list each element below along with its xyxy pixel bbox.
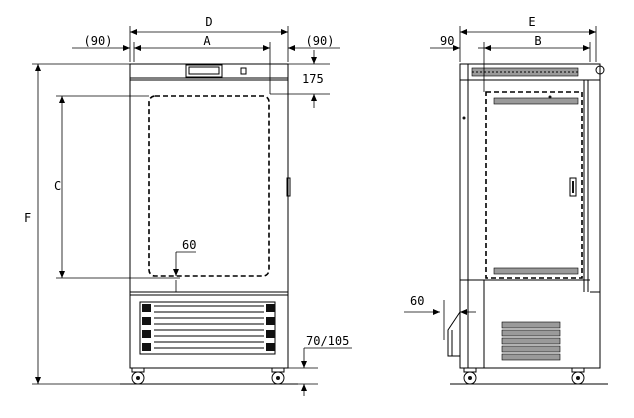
side-latch [569, 177, 577, 197]
dim-label-E: E [528, 15, 535, 29]
front-cabinet-outline [129, 63, 289, 369]
front-dimensions [32, 26, 352, 396]
front-view [120, 63, 298, 385]
side-inner-chamber [485, 91, 583, 279]
side-caster-right [571, 367, 585, 385]
side-inner-top-vent [493, 97, 579, 105]
power-switch-icon [240, 67, 247, 75]
dim-label-caster-height: 70/105 [306, 334, 349, 348]
door-handle [286, 177, 291, 197]
dim-label-C: C [54, 179, 61, 193]
dim-label-left-clearance: (90) [84, 34, 113, 48]
side-dimensions [404, 26, 597, 340]
dim-label-inner-bottom-gap: 60 [182, 238, 196, 252]
side-top-vents [471, 67, 579, 77]
dim-label-F: F [24, 211, 31, 225]
front-door-window [148, 95, 270, 277]
side-compressor-grille [501, 321, 561, 361]
dim-label-rear-clearance: 90 [440, 34, 454, 48]
front-caster-right [271, 367, 285, 385]
dim-label-D: D [205, 15, 212, 29]
side-top-knob [595, 65, 605, 75]
side-caster-left [463, 367, 477, 385]
control-panel-display [185, 64, 223, 78]
front-caster-left [131, 367, 145, 385]
dim-label-rear-gap: 60 [410, 294, 424, 308]
side-cabinet-outline [459, 63, 601, 369]
side-inner-bottom-vent [493, 267, 579, 275]
side-view [447, 63, 608, 385]
rear-plug [447, 311, 461, 357]
front-grille [139, 301, 276, 355]
dim-label-B: B [534, 34, 541, 48]
dim-label-top-gap: 175 [302, 72, 324, 86]
dim-label-A: A [203, 34, 211, 48]
dim-label-right-clearance: (90) [306, 34, 335, 48]
